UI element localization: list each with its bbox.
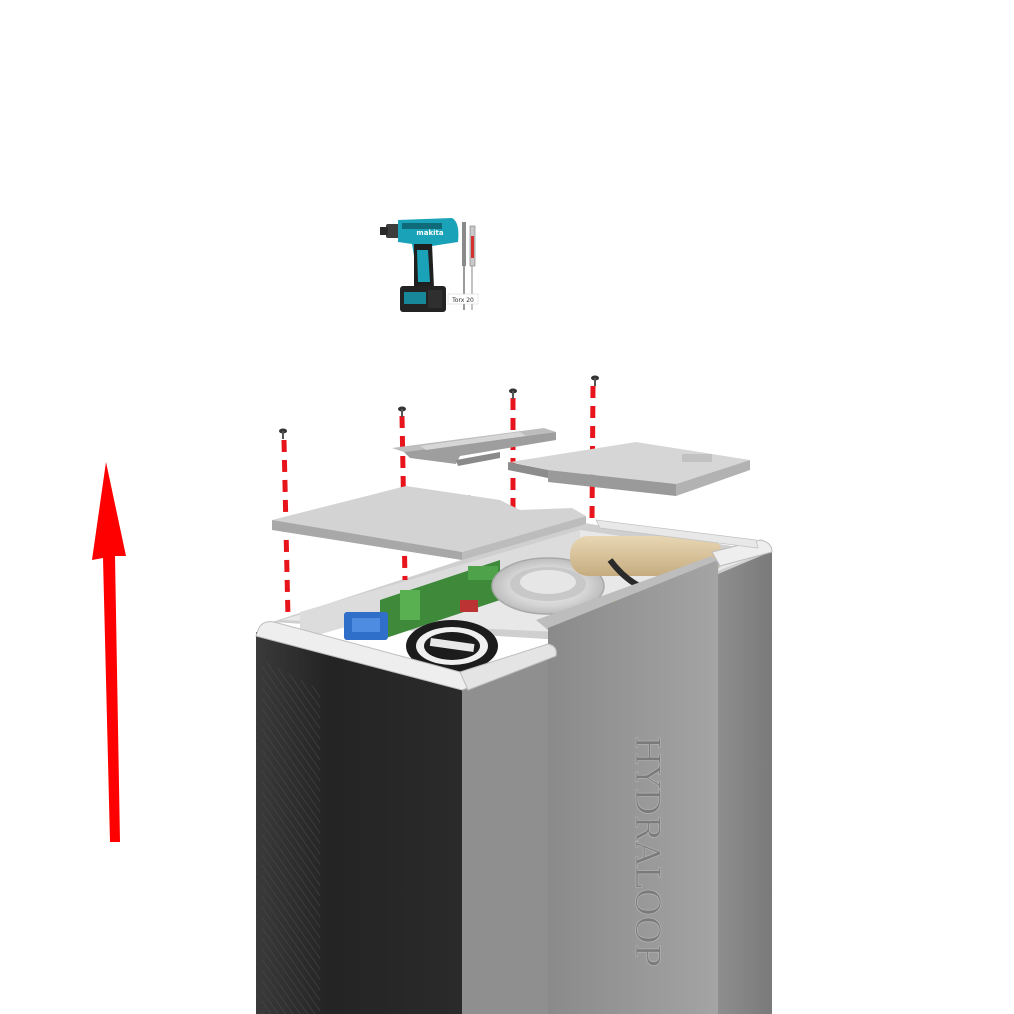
screw-icon bbox=[509, 388, 517, 399]
screws bbox=[279, 375, 599, 439]
screw-icon bbox=[279, 428, 287, 439]
lid-panels bbox=[272, 428, 750, 560]
cabinet: HYDRALOOP bbox=[255, 495, 773, 1014]
cordless-drill-icon: makita Torx 20 bbox=[380, 218, 479, 312]
bracket-plate bbox=[392, 428, 556, 466]
screw-icon bbox=[591, 375, 599, 386]
cabinet-front-right-panel bbox=[548, 560, 718, 1014]
right-lid-panel bbox=[508, 442, 750, 496]
bit-size-label: Torx 20 bbox=[451, 297, 474, 304]
left-lid-panel bbox=[272, 486, 586, 560]
screw-icon bbox=[398, 406, 406, 417]
cabinet-brand-text: HYDRALOOP bbox=[627, 736, 667, 967]
drill-brand-label: makita bbox=[416, 229, 443, 237]
cabinet-side-panel bbox=[718, 548, 772, 1014]
water-tank bbox=[570, 536, 722, 576]
arrow-up-icon bbox=[92, 462, 126, 842]
